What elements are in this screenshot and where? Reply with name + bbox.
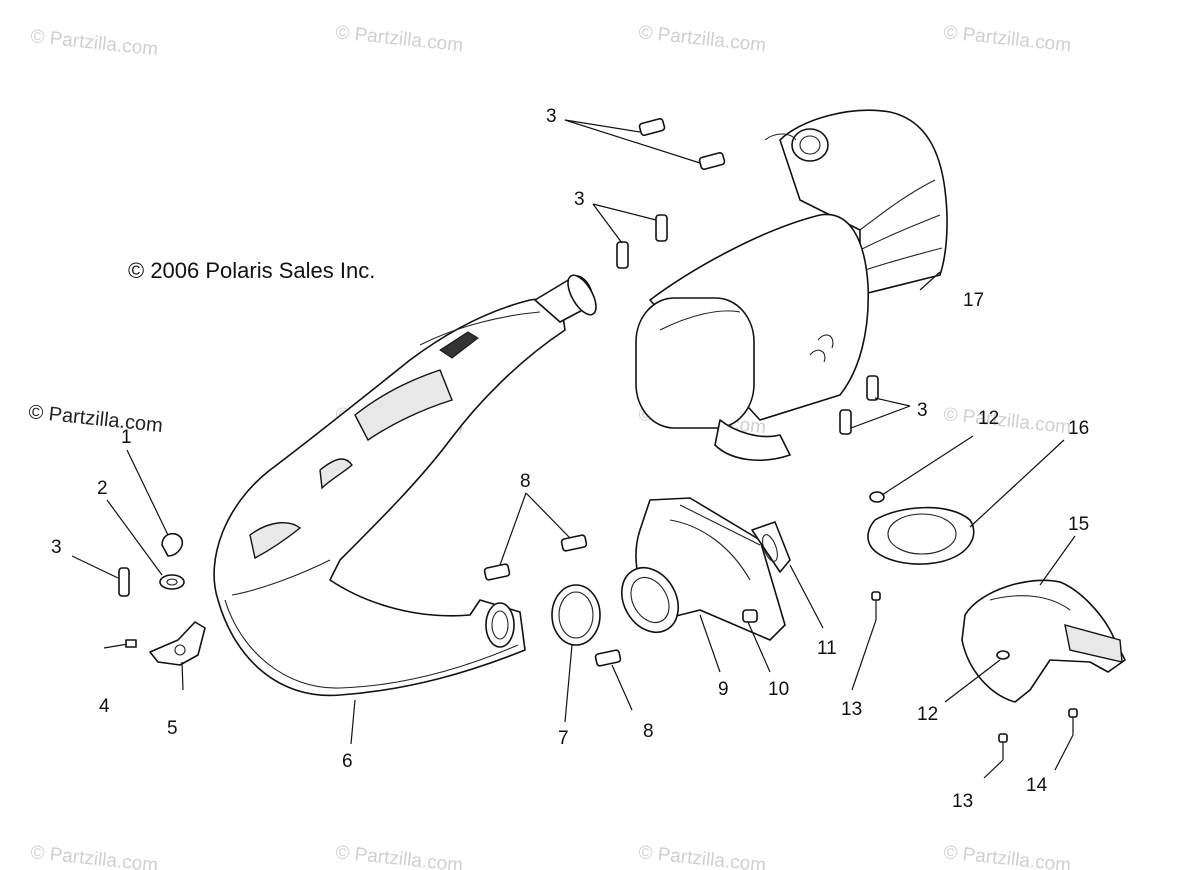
- callout-10: 10: [768, 679, 789, 700]
- copyright-text: © 2006 Polaris Sales Inc.: [128, 258, 375, 283]
- callout-13: 13: [952, 791, 973, 812]
- callout-12: 12: [917, 704, 938, 725]
- watermark: © Partzilla.com: [942, 842, 1072, 870]
- part-17-muffler[interactable]: [635, 109, 948, 461]
- callout-13: 13: [841, 699, 862, 720]
- callout-3: 3: [546, 106, 557, 127]
- watermark: © Partzilla.com: [637, 22, 767, 56]
- callout-labels: 1 2 3 4 5 6 7 8 8 9 10 11 12 12 13 13 14…: [51, 106, 1089, 812]
- callout-3: 3: [51, 537, 62, 558]
- part-7-seal-ring[interactable]: [551, 584, 601, 646]
- part-10-stud[interactable]: [742, 609, 758, 623]
- part-13-rivet-group[interactable]: [871, 591, 1008, 760]
- watermark: © Partzilla.com: [942, 404, 1072, 438]
- part-16-flange[interactable]: [867, 506, 975, 565]
- watermark: © Partzilla.com: [334, 22, 464, 56]
- part-4-bolt[interactable]: [103, 639, 137, 649]
- callout-12: 12: [978, 408, 999, 429]
- callout-7: 7: [558, 728, 569, 749]
- callout-16: 16: [1068, 418, 1089, 439]
- part-12-nut-group[interactable]: [869, 491, 1010, 660]
- callout-17: 17: [963, 290, 984, 311]
- part-9-manifold[interactable]: [610, 497, 786, 642]
- part-8-isolator-group[interactable]: [483, 534, 622, 667]
- callout-1: 1: [121, 427, 132, 448]
- leader-lines: [71, 119, 1076, 779]
- callout-3: 3: [917, 400, 928, 421]
- callout-14: 14: [1026, 775, 1048, 796]
- callout-15: 15: [1068, 514, 1089, 535]
- part-15-heat-shield[interactable]: [961, 579, 1126, 703]
- part-11-gasket[interactable]: [751, 521, 791, 573]
- part-1-cap[interactable]: [161, 532, 184, 557]
- watermark: © Partzilla.com: [29, 26, 159, 60]
- callout-8: 8: [643, 721, 654, 742]
- watermark-dark: © Partzilla.com: [27, 401, 163, 437]
- callout-3: 3: [574, 189, 585, 210]
- watermark: © Partzilla.com: [637, 842, 767, 870]
- part-2-washer[interactable]: [159, 574, 185, 590]
- callout-4: 4: [99, 696, 110, 717]
- callout-6: 6: [342, 751, 353, 772]
- part-6-expansion-chamber[interactable]: [213, 271, 602, 697]
- part-14-rivet[interactable]: [1068, 708, 1078, 735]
- watermark: © Partzilla.com: [334, 842, 464, 870]
- callout-2: 2: [97, 478, 108, 499]
- part-3-isolator-group[interactable]: [118, 117, 879, 597]
- callout-11: 11: [817, 638, 837, 659]
- callout-8: 8: [520, 471, 531, 492]
- part-5-bracket[interactable]: [149, 621, 206, 666]
- callout-5: 5: [167, 718, 178, 739]
- callout-9: 9: [718, 679, 729, 700]
- watermark: © Partzilla.com: [29, 842, 159, 870]
- watermark: © Partzilla.com: [942, 22, 1072, 56]
